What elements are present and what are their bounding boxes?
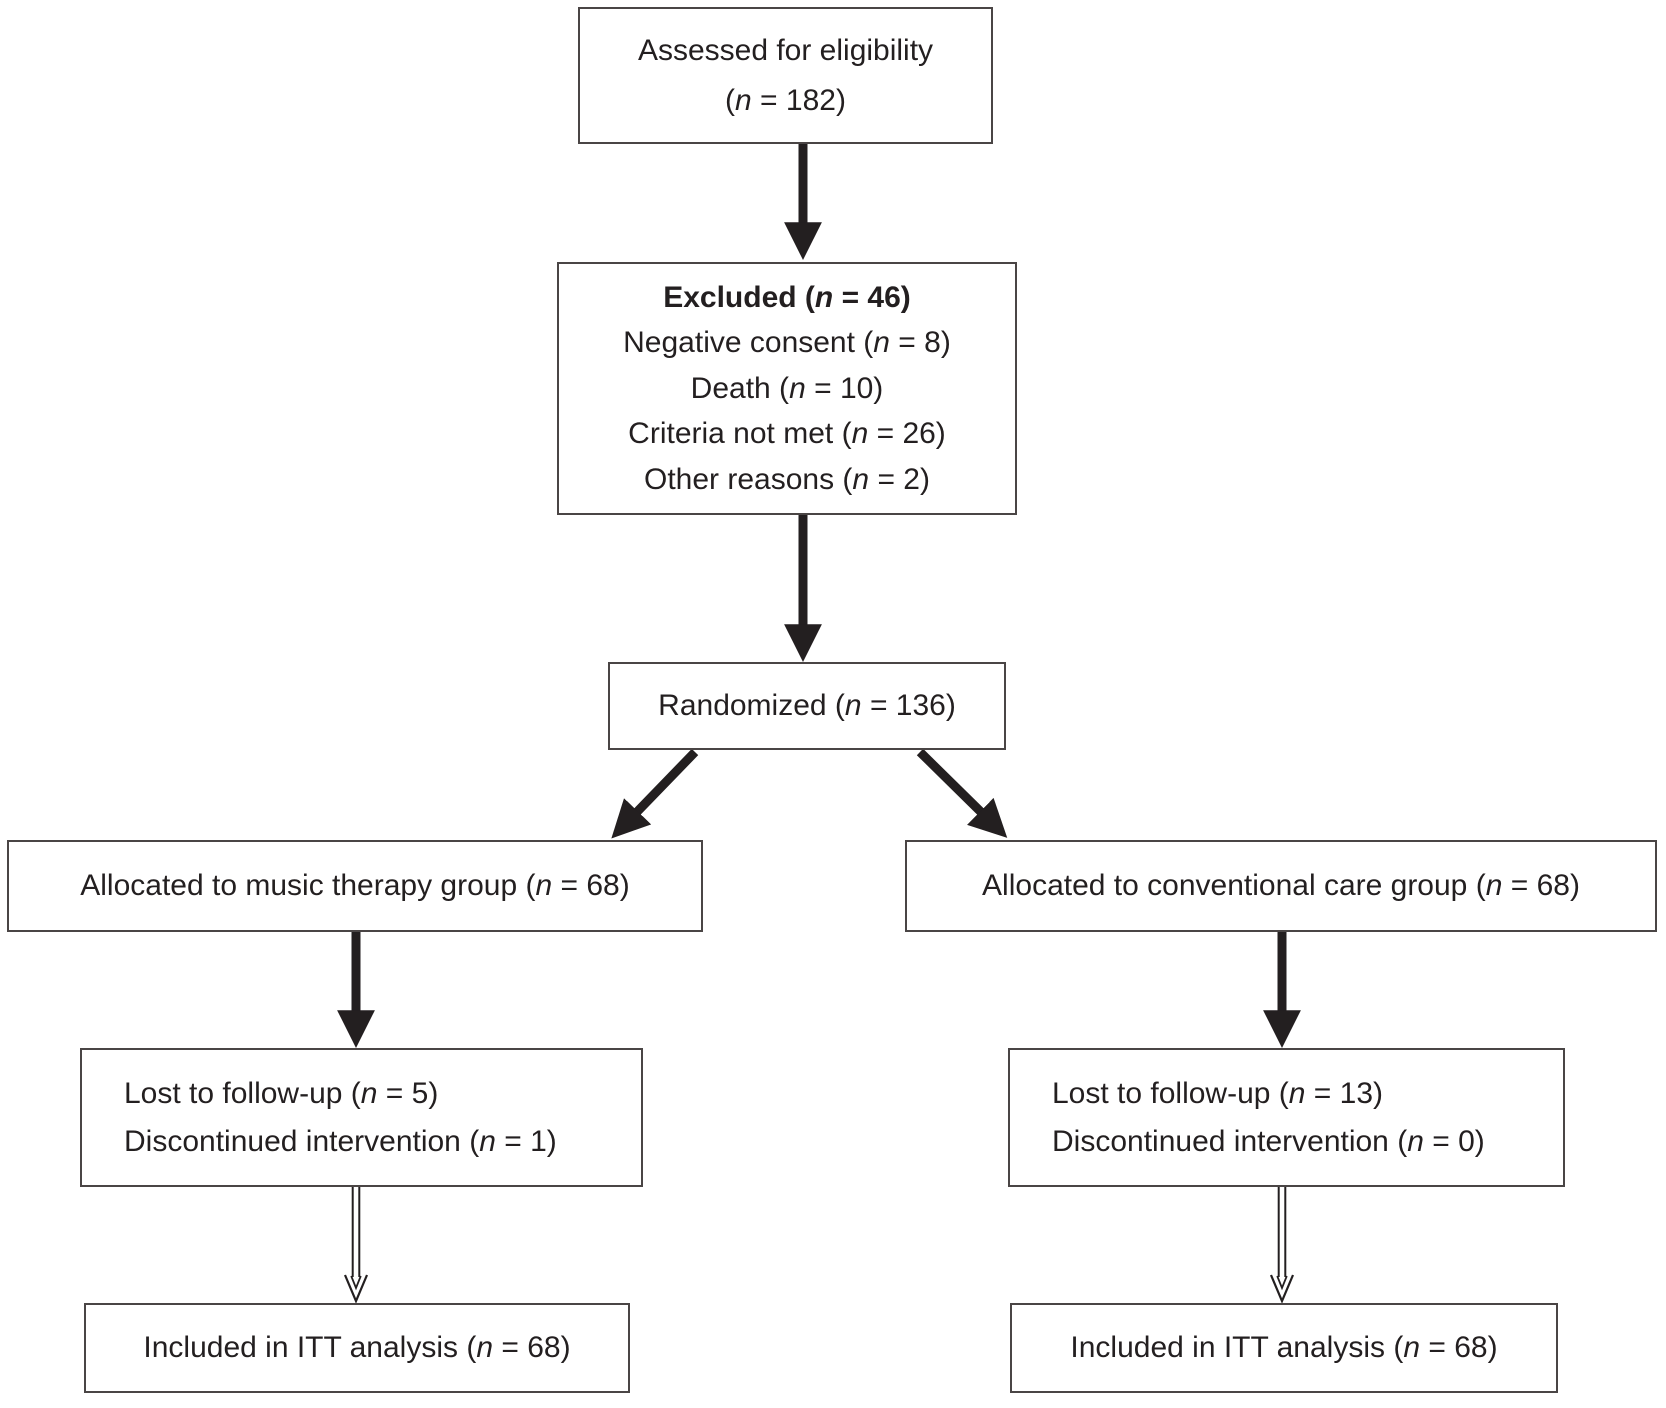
care-allocated-label: Allocated to conventional care group (n … [982, 869, 1580, 902]
music-allocated-label: Allocated to music therapy group (n = 68… [80, 869, 630, 902]
conventional-care-allocation-box: Allocated to conventional care group (n … [905, 840, 1657, 932]
music-itt-analysis-box: Included in ITT analysis (n = 68) [84, 1303, 630, 1393]
excluded-reason-criteria-not-met: Criteria not met (n = 26) [628, 417, 946, 451]
care-lost-to-followup: Lost to follow-up (n = 13) [1052, 1076, 1384, 1110]
care-itt-label: Included in ITT analysis (n = 68) [1070, 1331, 1498, 1364]
excluded-box: Excluded (n = 46) Negative consent (n = … [557, 262, 1017, 515]
care-itt-analysis-box: Included in ITT analysis (n = 68) [1010, 1303, 1558, 1393]
excluded-reason-other: Other reasons (n = 2) [644, 462, 930, 496]
music-followup-box: Lost to follow-up (n = 5) Discontinued i… [80, 1048, 643, 1187]
assessed-label: Assessed for eligibility [637, 33, 934, 67]
assessed-for-eligibility-box: Assessed for eligibility (n = 182) [578, 7, 993, 144]
excluded-reason-negative-consent: Negative consent (n = 8) [623, 326, 951, 360]
open-arrow-music-followup-to-itt [343, 1187, 369, 1304]
randomized-label: Randomized (n = 136) [658, 689, 956, 722]
care-followup-box: Lost to follow-up (n = 13) Discontinued … [1008, 1048, 1565, 1187]
excluded-reason-death: Death (n = 10) [690, 371, 884, 405]
care-discontinued-intervention: Discontinued intervention (n = 0) [1052, 1124, 1485, 1158]
music-discontinued-intervention: Discontinued intervention (n = 1) [124, 1124, 557, 1158]
open-arrow-care-followup-to-itt [1269, 1187, 1295, 1304]
excluded-title: Excluded (n = 46) [663, 280, 911, 314]
randomized-box: Randomized (n = 136) [608, 662, 1006, 750]
arrow-randomized-to-care-group [916, 748, 1008, 838]
music-lost-to-followup: Lost to follow-up (n = 5) [124, 1076, 439, 1110]
music-itt-label: Included in ITT analysis (n = 68) [143, 1331, 571, 1364]
assessed-count: (n = 182) [725, 83, 846, 117]
music-therapy-allocation-box: Allocated to music therapy group (n = 68… [7, 840, 703, 932]
arrow-randomized-to-music-group [611, 748, 699, 839]
